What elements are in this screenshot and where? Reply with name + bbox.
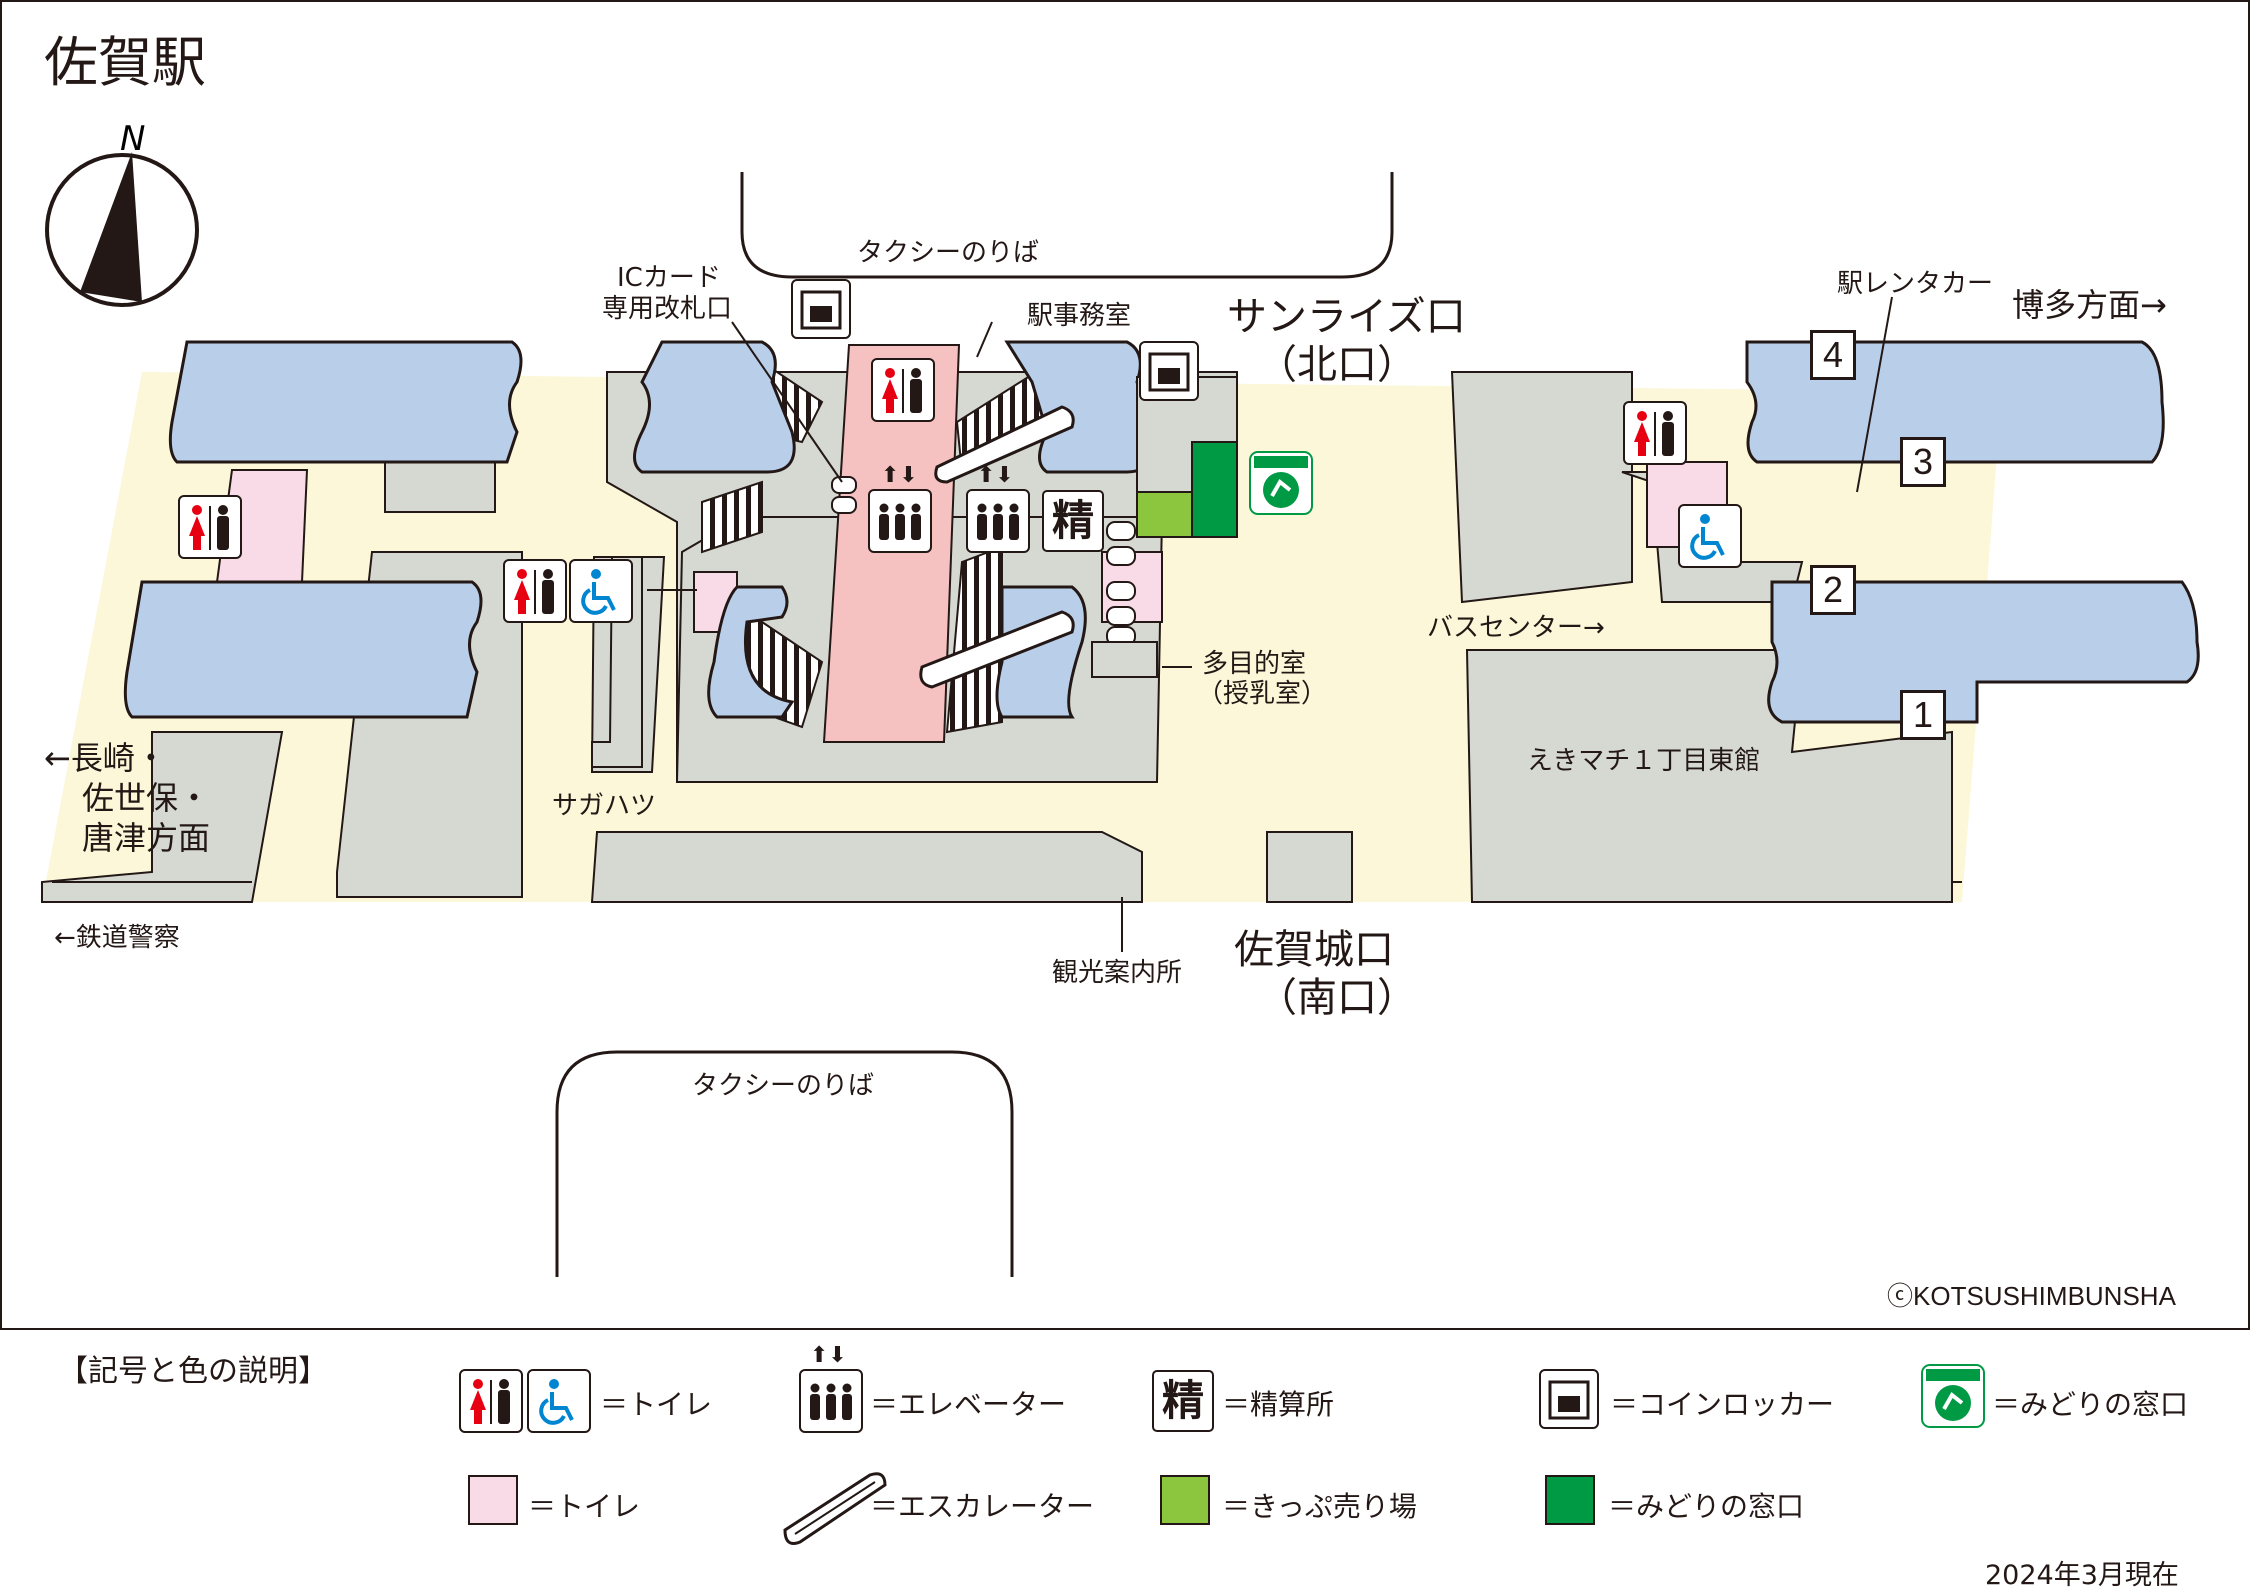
- to-nagasaki-label-1: ←長崎・: [44, 739, 167, 777]
- midori-window-swatch: [1545, 1475, 1595, 1525]
- midori-window-icon-map: [1249, 451, 1313, 515]
- midori-window-icon: [1921, 1364, 1985, 1428]
- toilet-icon-center: [871, 358, 935, 422]
- svg-text:⬆⬇: ⬆⬇: [977, 463, 1014, 488]
- coin-locker-icon-2: [1139, 341, 1199, 401]
- fare-adjustment-icon: 精: [1152, 1370, 1214, 1432]
- legend-label-toilet: ＝トイレ: [600, 1388, 713, 1421]
- date-label: 2024年3月現在: [1985, 1560, 2179, 1591]
- platform-center-sw: [707, 585, 795, 719]
- station-map: N 佐賀駅 タクシーのりば タクシーのりば ICカード 専用改札口 駅事務室 サ…: [0, 0, 2250, 1330]
- coin-locker-icon: [1539, 1369, 1599, 1429]
- taxi-north-outline: [740, 172, 1394, 279]
- small-block-south: [1266, 831, 1353, 903]
- elevator-icon-center: ⬆⬇: [868, 463, 932, 553]
- legend-label-ticket-office: ＝きっぷ売り場: [1222, 1490, 1417, 1523]
- south-exit-label: 佐賀城口: [1234, 927, 1394, 973]
- leader-lines: [52, 296, 1962, 952]
- platform-center-nw: [633, 340, 796, 474]
- ic-gate-label-2: 専用改札口: [602, 294, 733, 324]
- taxi-south-label: タクシーのりば: [692, 1071, 875, 1101]
- page-title: 佐賀駅: [44, 31, 206, 94]
- accessible-toilet-icon-right: [1678, 504, 1742, 568]
- map-icons: ⬆⬇ ⬆⬇: [178, 279, 1742, 623]
- legend-label-midori-area: ＝みどりの窓口: [1608, 1490, 1805, 1523]
- station-office-label: 駅事務室: [1027, 301, 1132, 331]
- multi-room-label: 多目的室: [1202, 649, 1307, 679]
- multi-room-block: [1091, 641, 1158, 678]
- svg-text:⬆⬇: ⬆⬇: [810, 1343, 847, 1368]
- bus-center-label: バスセンター→: [1427, 613, 1605, 643]
- legend-icons: ⬆⬇: [459, 1343, 1985, 1545]
- svg-text:⬆⬇: ⬆⬇: [881, 463, 918, 488]
- tourist-info-label: 観光案内所: [1052, 958, 1183, 988]
- north-compass: N: [45, 119, 199, 307]
- svg-text:N: N: [120, 119, 145, 159]
- ticket-office-swatch: [1160, 1475, 1210, 1525]
- legend-label-escalator: ＝エスカレーター: [870, 1490, 1095, 1523]
- taxi-north-label: タクシーのりば: [857, 238, 1040, 268]
- tourist-info-building: [590, 831, 1143, 903]
- ticket-office-area: [1136, 491, 1193, 538]
- toilet-icon-center-left: [503, 559, 567, 623]
- platform-right-lower: [1767, 580, 2200, 724]
- to-nagasaki-label-3: 唐津方面: [82, 819, 211, 857]
- legend-label-elevator: ＝エレベーター: [870, 1388, 1067, 1421]
- toilet-icon: [459, 1369, 523, 1433]
- north-exit-sub-label: （北口）: [1257, 342, 1417, 388]
- building-left: [41, 731, 284, 903]
- escalator-icon: [783, 1472, 887, 1545]
- map-drawing: N: [41, 119, 2200, 1277]
- midori-window-area: [1191, 441, 1238, 538]
- to-nagasaki-label-2: 佐世保・: [82, 779, 211, 817]
- south-exit-sub-label: （南口）: [1257, 975, 1417, 1021]
- multi-room-sub-label: （授乳室）: [1197, 679, 1328, 709]
- escalator-lower: [919, 610, 1075, 689]
- elevator-icon: ⬆⬇: [799, 1343, 863, 1433]
- fare-adjustment-icon-map: 精: [1042, 490, 1104, 552]
- platform-number-1: 1: [1900, 690, 1946, 740]
- building-right-north: [1450, 371, 1633, 604]
- ekimachi-label: えきマチ１丁目東館: [1527, 746, 1761, 776]
- accessible-toilet-icon-center: [569, 559, 633, 623]
- taxi-south-outline: [555, 1050, 1014, 1277]
- ic-gate-label-1: ICカード: [617, 263, 721, 293]
- escalator-upper: [934, 405, 1075, 484]
- platform-number-3: 3: [1900, 437, 1946, 487]
- legend-label-coin-locker: ＝コインロッカー: [1610, 1388, 1835, 1421]
- stairs-2: [701, 480, 763, 554]
- platform-left-lower: [123, 580, 483, 719]
- platform-number-4: 4: [1810, 330, 1856, 380]
- platform-left-upper: [168, 340, 523, 464]
- rent-a-car-label: 駅レンタカー: [1837, 269, 1994, 299]
- coin-locker-icon-1: [791, 279, 851, 339]
- to-hakata-label: 博多方面→: [2012, 286, 2167, 324]
- legend-label-toilet-area: ＝トイレ: [528, 1490, 641, 1523]
- building-small: [384, 456, 496, 513]
- toilet-icon-left: [178, 495, 242, 559]
- copyright-label: ⓒKOTSUSHIMBUNSHA: [1887, 1281, 2176, 1311]
- railway-police-label: ←鉄道警察: [54, 923, 180, 953]
- legend-label-fare-adjustment: ＝精算所: [1222, 1388, 1335, 1421]
- toilet-area-swatch: [468, 1475, 518, 1525]
- accessible-icon: [527, 1369, 591, 1433]
- legend-heading: 【記号と色の説明】: [58, 1354, 328, 1389]
- legend-label-midori-window: ＝みどりの窓口: [1992, 1388, 2189, 1421]
- elevator-icon-right: ⬆⬇: [966, 463, 1030, 553]
- pillars: [831, 476, 1136, 646]
- platform-number-2: 2: [1810, 565, 1856, 615]
- toilet-icon-right: [1623, 401, 1687, 465]
- north-exit-label: サンライズ口: [1227, 294, 1466, 340]
- sagahatsu-label: サガハツ: [552, 791, 657, 821]
